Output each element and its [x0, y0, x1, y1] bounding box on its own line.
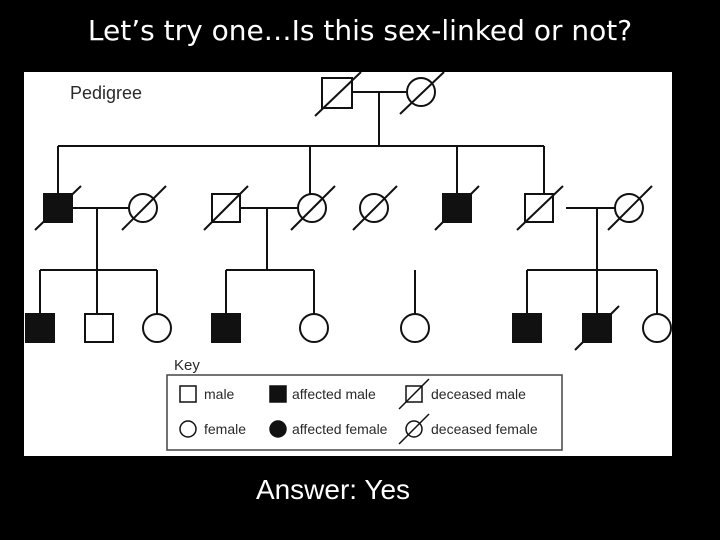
key-deceased-male-label: deceased male: [431, 386, 526, 402]
pedigree-chart: Pedigree: [25, 72, 672, 451]
gen3-male-1: [84, 313, 114, 343]
key-affected-male-label: affected male: [292, 386, 376, 402]
gen2-affected-male-1: [34, 185, 82, 231]
key-affected-female-label: affected female: [292, 421, 388, 437]
gen2-deceased-female-3: [352, 185, 398, 231]
gen2-deceased-female-2: [290, 185, 336, 231]
key-deceased-female-label: deceased female: [431, 421, 538, 437]
gen3-female-2: [299, 313, 329, 343]
gen3-affected-male-2: [211, 313, 241, 343]
gen3-affected-male-1: [25, 313, 55, 343]
gen3-female-4: [642, 313, 672, 343]
pedigree-figure: Pedigree: [24, 72, 672, 456]
key-female-symbol: [179, 420, 197, 438]
pedigree-heading: Pedigree: [70, 83, 142, 103]
key-female-label: female: [204, 421, 246, 437]
slide-title: Let’s try one…Is this sex-linked or not?: [87, 14, 633, 47]
gen2-affected-male-2: [434, 185, 480, 231]
gen1-deceased-male: [314, 72, 362, 117]
key-male-symbol: [179, 385, 197, 403]
gen2-deceased-female-1: [121, 185, 167, 231]
gen3-female-3: [400, 313, 430, 343]
pedigree-lines: [39, 91, 658, 314]
gen2-deceased-male-2: [516, 185, 564, 231]
answer-text: Answer: Yes: [255, 474, 411, 505]
key-deceased-male-symbol: [398, 378, 430, 410]
gen3-affected-male-3: [512, 313, 542, 343]
key-male-label: male: [204, 386, 235, 402]
key-heading: Key: [174, 357, 200, 374]
key-affected-female-symbol: [269, 420, 287, 438]
key-deceased-female-symbol: [398, 413, 430, 445]
gen2-deceased-male-1: [203, 185, 249, 231]
gen1-deceased-female: [399, 72, 445, 115]
gen3-affected-male-deceased: [574, 305, 620, 351]
key-affected-male-symbol: [269, 385, 287, 403]
gen3-female-1: [142, 313, 172, 343]
key-box: male affected male deceased male female …: [166, 374, 563, 451]
gen2-deceased-female-4: [607, 185, 653, 231]
